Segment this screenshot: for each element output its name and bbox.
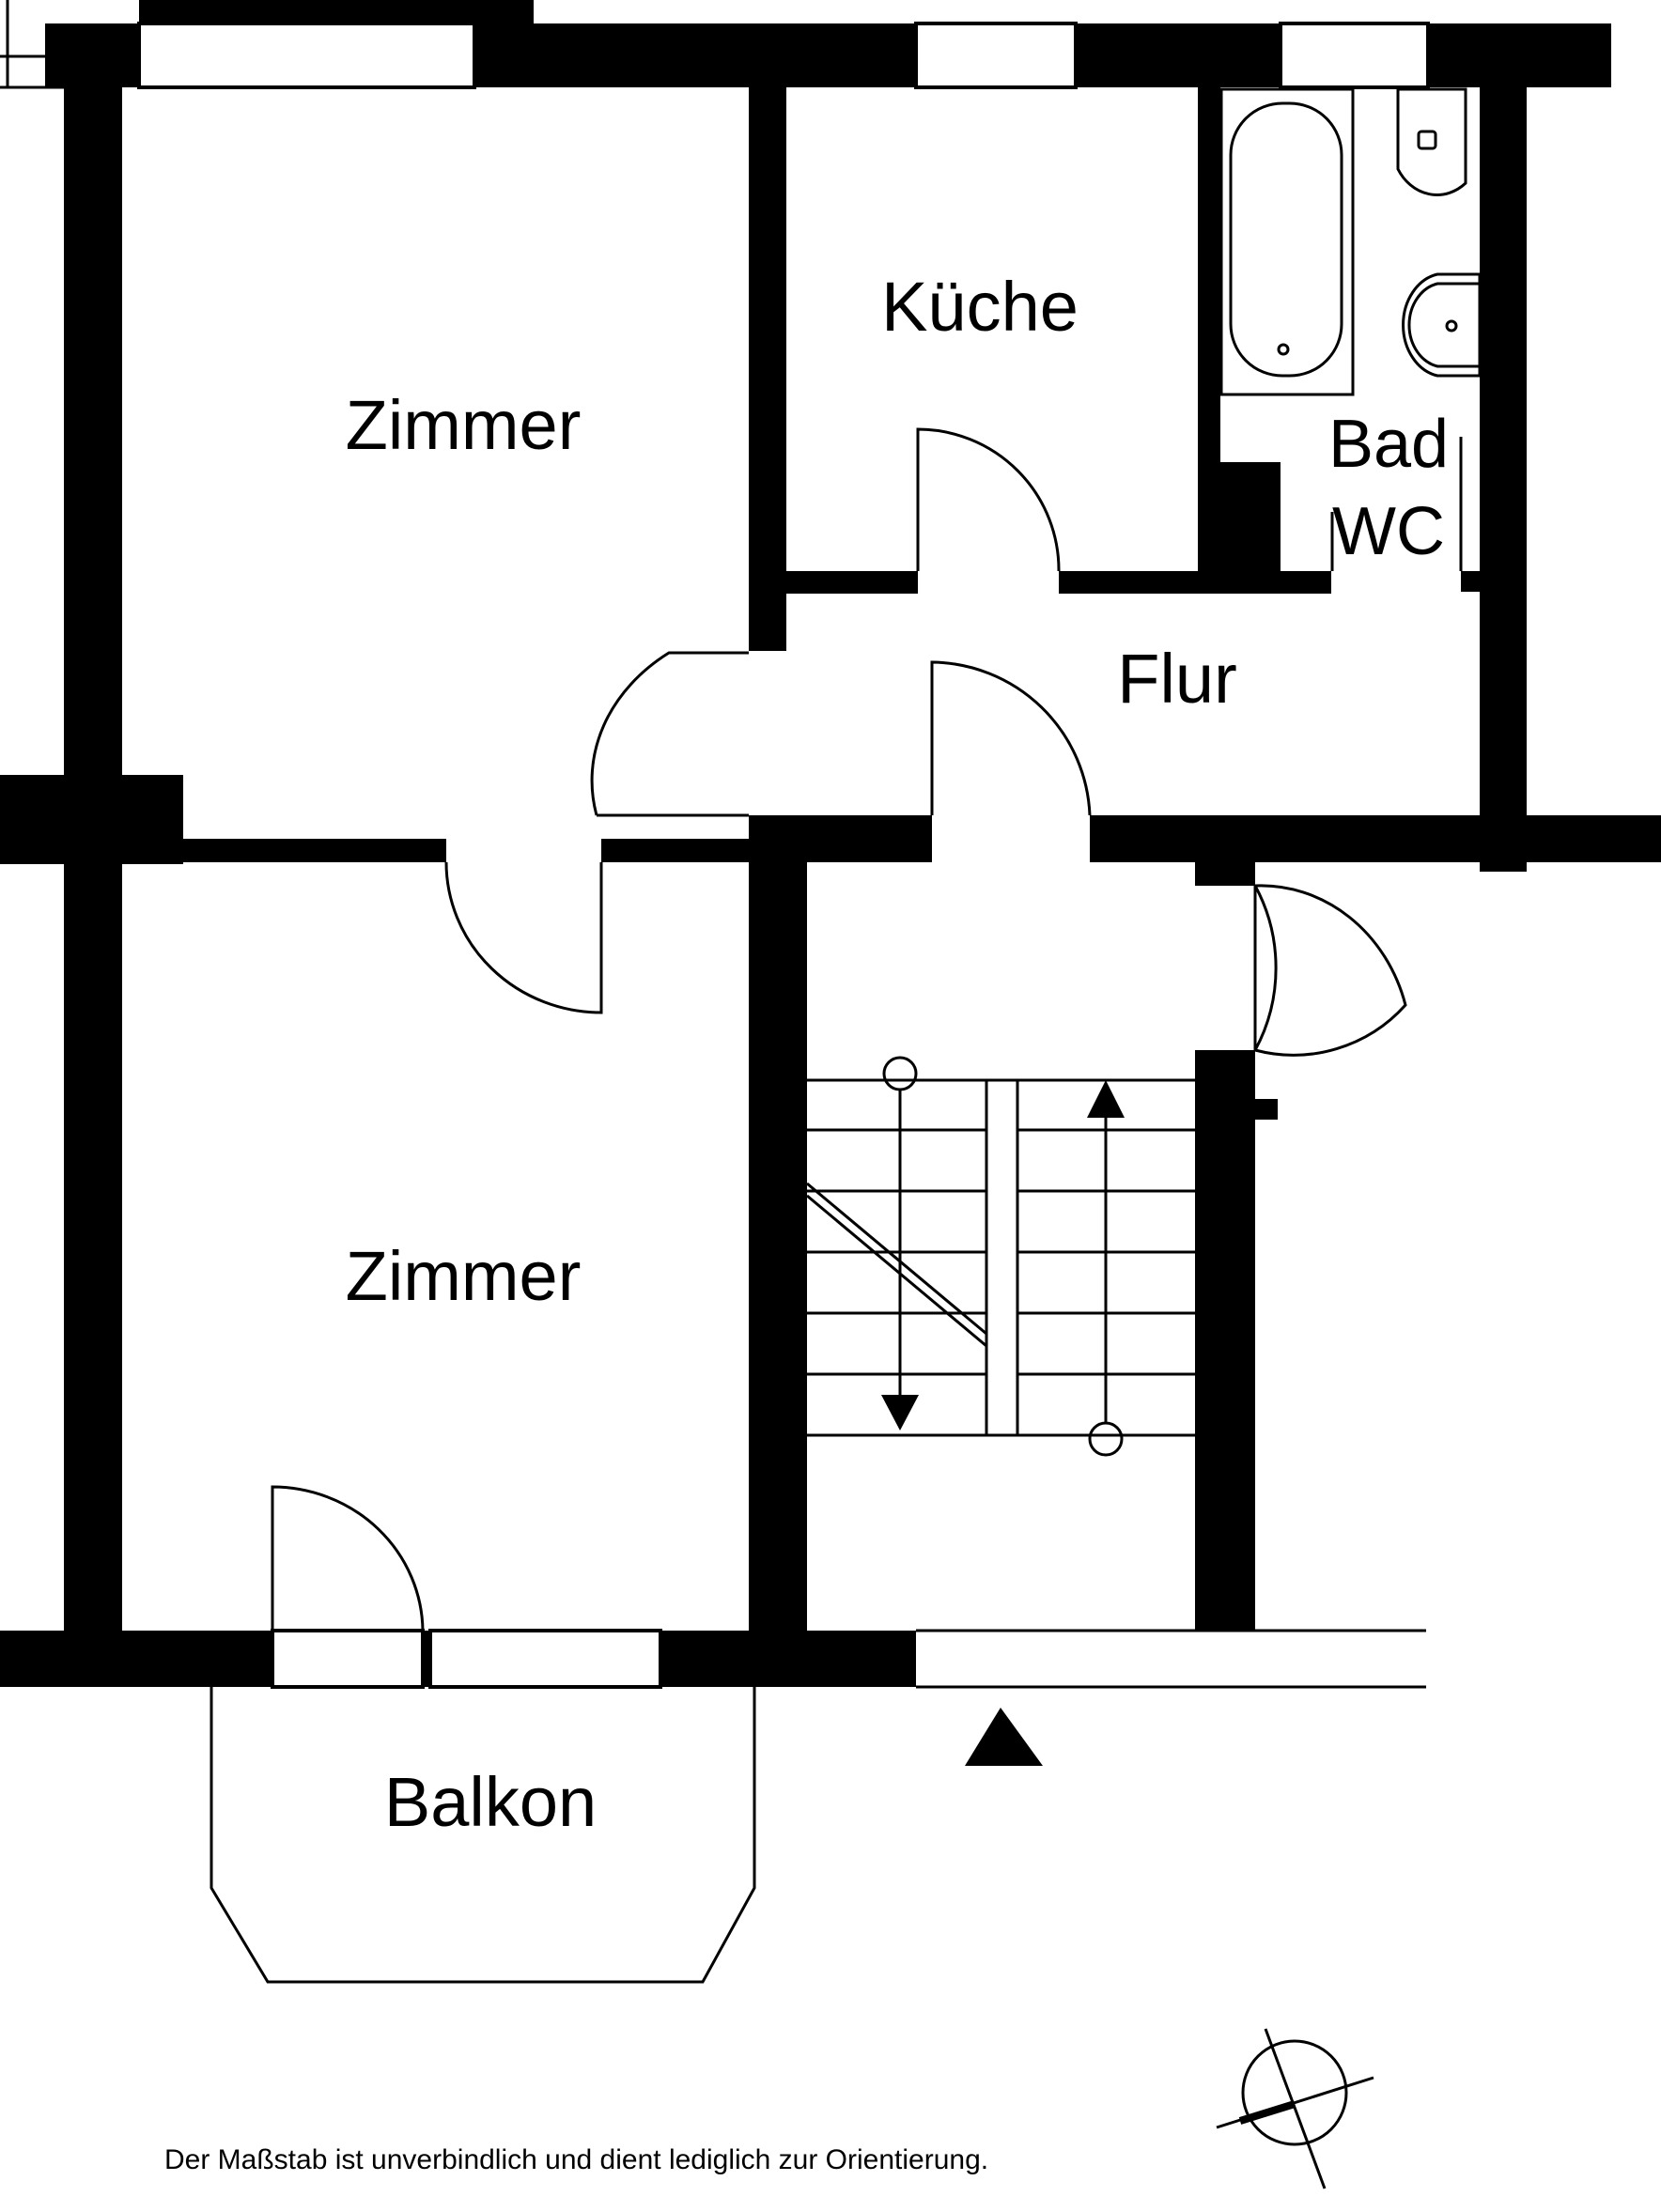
stair-down-start	[882, 1056, 918, 1091]
wall-bad-right	[1480, 87, 1527, 872]
arrow-down-icon	[881, 1395, 919, 1431]
label-zimmer-bottom: Zimmer	[346, 1237, 582, 1315]
wall-bottom-mid	[423, 1631, 430, 1687]
wall-left-stub	[0, 775, 183, 864]
label-kueche: Küche	[881, 268, 1079, 346]
wall-kueche-flur-2	[1059, 571, 1331, 594]
bathtub	[1219, 87, 1355, 396]
wall-flur-stair-2	[1090, 815, 1661, 862]
left-edge-lines	[0, 0, 64, 89]
door-entrance	[1253, 885, 1278, 1051]
staircase	[806, 1056, 1195, 1457]
wall-zimmer-kueche	[749, 87, 786, 651]
compass-icon	[1216, 2028, 1374, 2189]
label-zimmer-top: Zimmer	[346, 386, 582, 464]
bath-fixtures	[1219, 87, 1482, 556]
entrance-marker-icon	[965, 1708, 1043, 1766]
label-bad: Bad	[1328, 407, 1449, 482]
wall-kueche-flur-1	[786, 571, 918, 594]
door-zimmer-top	[590, 651, 749, 816]
window-bottom-1	[271, 1629, 425, 1689]
label-balkon: Balkon	[384, 1763, 597, 1841]
wall-flur-right-stub	[1195, 862, 1255, 886]
wall-bad-block	[1198, 462, 1281, 571]
window-top-1	[137, 22, 476, 89]
wall-top-mid	[474, 23, 916, 87]
wall-stair-right	[1195, 1050, 1255, 1631]
balcony-outline	[210, 1687, 756, 1984]
wall-zimmer-stair	[749, 862, 807, 1631]
wall-bad-inner	[1461, 571, 1480, 592]
wall-top-far-right	[1428, 23, 1611, 87]
window-top-2	[914, 22, 1078, 89]
scale-disclaimer: Der Maßstab ist unverbindlich und dient …	[164, 2144, 989, 2175]
stair-arrows	[881, 1080, 1125, 1431]
entrance-lines	[916, 1629, 1426, 1689]
wall-top-cap	[139, 0, 534, 23]
door-kueche	[916, 427, 1061, 572]
wall-zimmer-zimmer-2	[601, 839, 749, 862]
door-flur	[930, 660, 1092, 816]
label-flur: Flur	[1117, 640, 1236, 718]
toilet	[1396, 87, 1467, 196]
window-top-3	[1279, 22, 1430, 89]
wall-top-right	[1076, 23, 1281, 87]
door-balkon	[271, 1485, 425, 1632]
sink	[1402, 272, 1482, 378]
wall-flur-stair-1	[749, 815, 932, 862]
label-wc: WC	[1332, 494, 1445, 569]
stair-up-start	[1088, 1421, 1124, 1457]
door-zimmer-bottom	[444, 861, 603, 1014]
wall-bottom-right	[660, 1631, 916, 1687]
wall-zimmer-zimmer-1	[183, 839, 446, 862]
walls	[0, 0, 1661, 1689]
wall-stair-right-stub	[1255, 1099, 1278, 1120]
window-bottom-2	[428, 1629, 662, 1689]
arrow-up-icon	[1087, 1080, 1125, 1118]
wall-bottom-left	[0, 1631, 272, 1687]
doors	[271, 427, 1463, 1632]
